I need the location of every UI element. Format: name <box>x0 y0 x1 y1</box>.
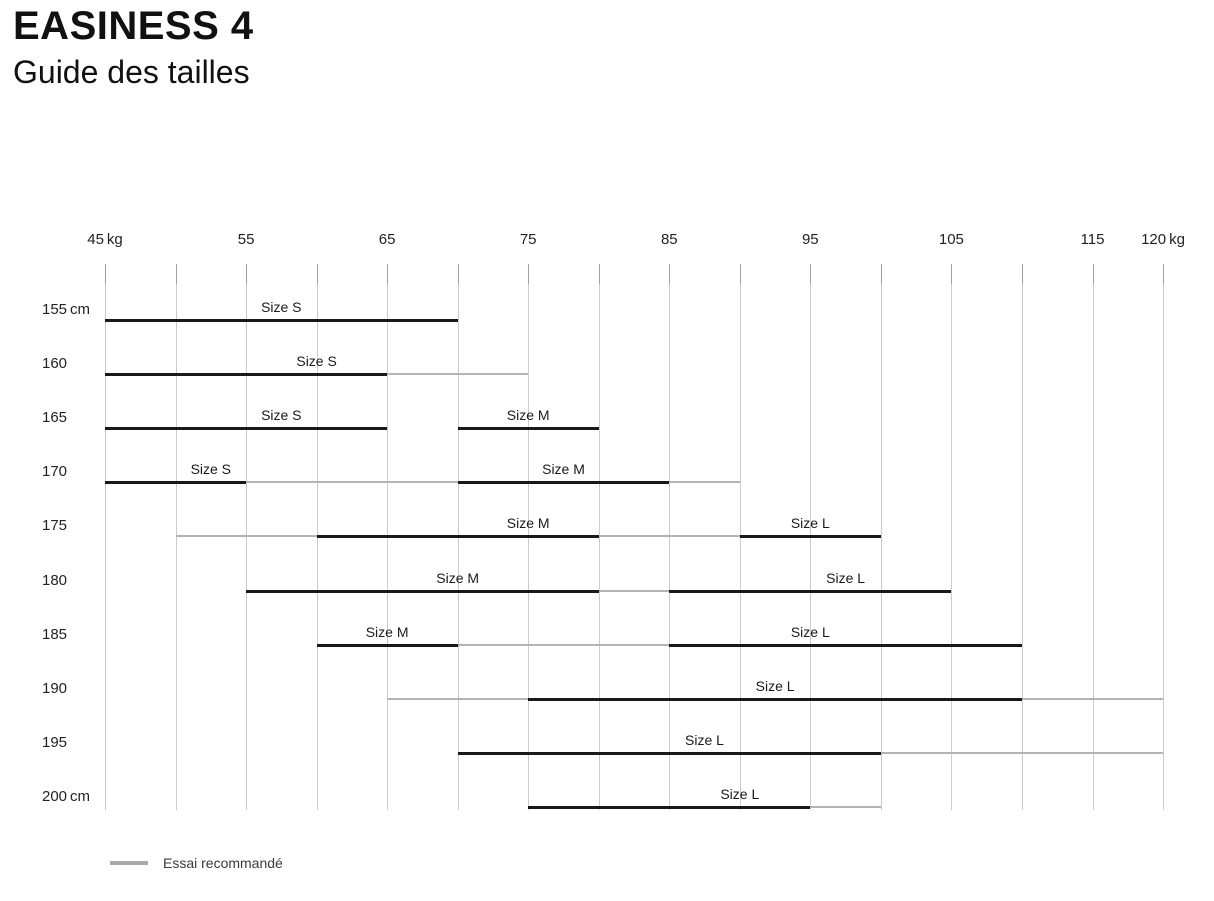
x-tick <box>457 264 459 284</box>
x-tick <box>105 264 106 284</box>
y-axis-label: 195 <box>42 733 68 751</box>
x-axis-label: 120 kg <box>1141 231 1185 248</box>
recommended-bar <box>387 697 529 700</box>
x-tick <box>739 264 741 284</box>
size-bar-label: Size L <box>790 515 830 532</box>
x-gridline <box>1092 264 1094 810</box>
recommended-bar <box>880 751 1163 754</box>
size-bar <box>669 589 952 593</box>
x-axis-label: 115 <box>1080 231 1105 248</box>
recommended-bar <box>669 481 740 484</box>
size-bar-label: Size S <box>261 299 302 315</box>
page-title: EASINESS 4 <box>13 4 254 48</box>
size-bar <box>316 643 458 647</box>
x-tick <box>246 264 248 284</box>
x-tick <box>528 264 530 284</box>
recommended-bar <box>457 643 670 646</box>
x-axis-label: 55 <box>237 231 255 248</box>
size-bar <box>105 373 388 377</box>
size-bar <box>316 535 599 539</box>
size-bar-label: Size S <box>296 353 337 370</box>
x-tick <box>387 264 389 284</box>
size-bar-label: Size L <box>720 785 760 802</box>
recommended-bar <box>598 535 740 538</box>
x-axis-label: 45 kg <box>87 231 123 248</box>
size-bar-label: Size M <box>506 515 550 532</box>
size-bar-label: Size L <box>826 569 866 586</box>
size-bar <box>457 481 670 485</box>
chart-legend: Essai recommandé <box>110 855 283 871</box>
y-axis-label: 175 <box>42 517 68 535</box>
y-axis-label: 170 <box>42 463 68 481</box>
size-bar-label: Size L <box>790 623 830 640</box>
x-tick <box>316 264 318 284</box>
y-axis-label: 200 cm <box>42 787 91 805</box>
x-tick <box>810 264 812 284</box>
x-tick <box>598 264 600 284</box>
x-tick <box>669 264 671 284</box>
x-tick <box>175 264 177 284</box>
size-bar-label: Size S <box>190 461 232 478</box>
x-tick <box>951 264 953 284</box>
size-bar <box>528 805 811 809</box>
size-bar-label: Size M <box>365 623 409 640</box>
size-bar <box>457 751 881 755</box>
y-axis-label: 160 <box>42 355 68 373</box>
size-bar-label: Size M <box>506 407 550 424</box>
size-bar <box>105 427 388 431</box>
x-tick <box>1092 264 1094 284</box>
recommended-bar <box>810 805 881 808</box>
x-axis-label: 65 <box>378 231 396 248</box>
recommended-bar <box>387 373 529 376</box>
size-bar <box>669 643 1022 647</box>
x-gridline <box>880 264 882 810</box>
size-bar-label: Size L <box>755 677 795 694</box>
size-bar-label: Size M <box>542 461 585 478</box>
x-tick <box>1163 264 1164 284</box>
legend-label: Essai recommandé <box>163 855 283 871</box>
y-axis-label: 185 <box>42 625 68 643</box>
x-tick <box>880 264 882 284</box>
recommended-line-swatch <box>110 861 148 865</box>
x-axis-label: 105 <box>938 231 964 248</box>
size-bar <box>528 697 1022 701</box>
recommended-bar <box>246 481 458 484</box>
size-bar-label: Size M <box>436 569 480 586</box>
size-bar-label: Size S <box>261 407 302 424</box>
size-bar <box>105 481 247 485</box>
x-gridline <box>951 264 953 810</box>
size-bar <box>457 427 599 431</box>
y-axis-label: 165 <box>42 409 68 427</box>
x-axis-label: 95 <box>801 231 819 248</box>
y-axis-label: 190 <box>42 679 68 697</box>
recommended-bar <box>1021 697 1163 700</box>
x-axis-label: 75 <box>519 231 537 248</box>
x-gridline <box>1021 264 1023 810</box>
size-bar-label: Size L <box>685 731 724 748</box>
size-bar <box>739 535 881 539</box>
size-bar <box>105 319 458 322</box>
y-axis-label: 155 cm <box>42 301 91 318</box>
recommended-bar <box>598 589 670 592</box>
x-gridline <box>1163 264 1164 810</box>
x-tick <box>1021 264 1023 284</box>
x-gridline <box>105 264 106 810</box>
y-axis-label: 180 <box>42 571 68 589</box>
recommended-bar <box>175 535 317 538</box>
x-axis-label: 85 <box>660 231 678 248</box>
page-subtitle: Guide des tailles <box>13 54 250 90</box>
size-bar <box>246 589 599 593</box>
